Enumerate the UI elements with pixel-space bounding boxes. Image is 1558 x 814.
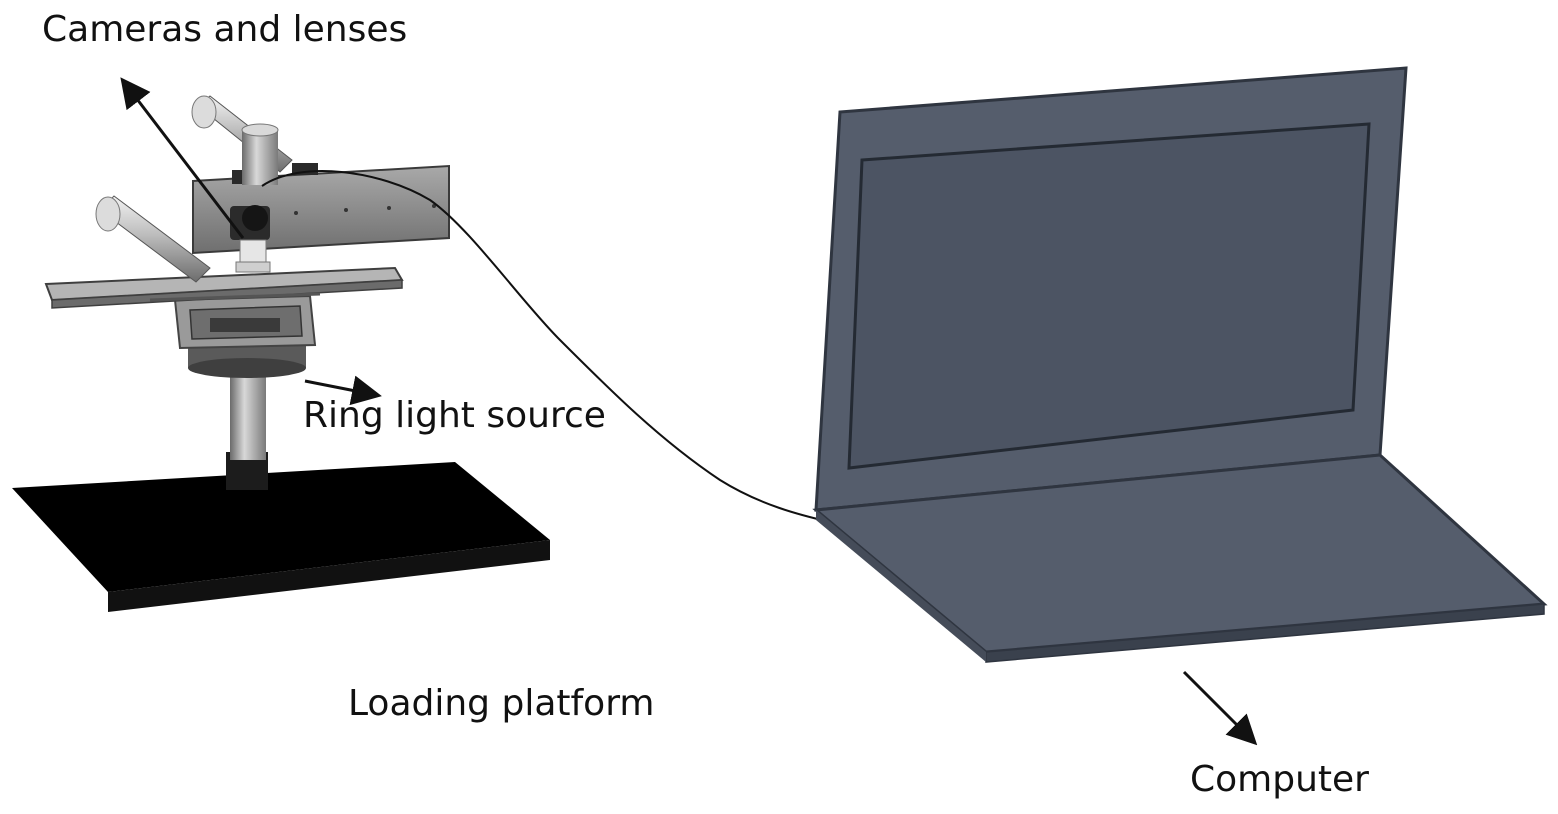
laptop — [812, 66, 1548, 663]
loading-platform-label: Loading platform — [348, 683, 655, 724]
base-plate-edge — [108, 540, 550, 612]
vertical-cylinder — [241, 123, 279, 185]
ring-light-bracket — [173, 294, 317, 350]
base-plate — [12, 462, 550, 592]
laptop-base-side-edge — [816, 510, 986, 662]
ring-light-arrow — [304, 375, 382, 406]
ring-light-label: Ring light source — [303, 395, 606, 436]
computer-arrow — [1182, 670, 1258, 746]
camera-cable — [261, 170, 831, 523]
lower-rod — [95, 195, 211, 283]
cross-bar — [44, 266, 404, 309]
cameras-arrow — [120, 77, 245, 239]
loading-platform — [12, 95, 550, 612]
camera-lens — [230, 205, 271, 273]
cameras-lenses-label: Cameras and lenses — [42, 9, 408, 50]
laptop-screen — [847, 122, 1371, 470]
computer-label: Computer — [1190, 759, 1369, 800]
